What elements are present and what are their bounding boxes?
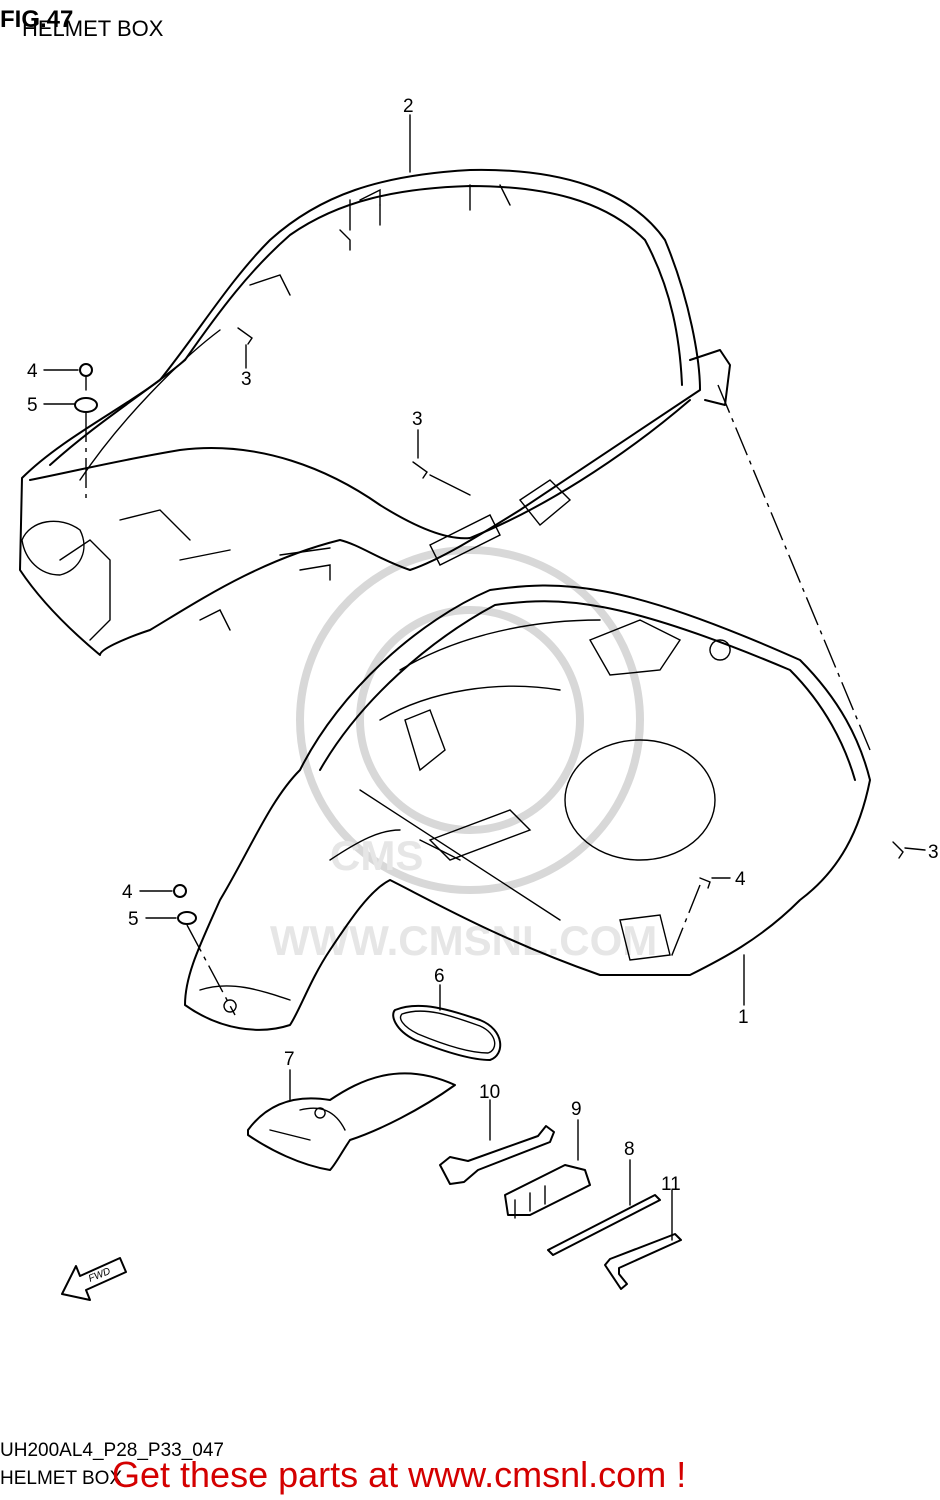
callout-3: 3 — [241, 369, 252, 390]
callout-2: 2 — [403, 96, 414, 117]
fwd-arrow-icon: FWD — [61, 1257, 127, 1301]
callout-numbers: 2 3 4 5 3 3 4 4 5 6 1 7 10 9 8 11 — [27, 96, 939, 1195]
callout-5: 5 — [128, 909, 139, 930]
fwd-label: FWD — [87, 1266, 112, 1285]
callout-4: 4 — [27, 361, 38, 382]
leader-lines — [43, 114, 926, 1241]
part-8-screwdriver-bit — [547, 1194, 661, 1256]
part-2-upper-frame — [19, 168, 731, 656]
part-1-helmet-box-tub — [184, 584, 871, 1031]
part-6-gasket — [392, 1004, 502, 1061]
model-code: UH200AL4_P28_P33_047 — [0, 1440, 224, 1461]
callout-6: 6 — [434, 966, 445, 987]
callout-11: 11 — [661, 1174, 681, 1195]
watermark: CMS WWW.CMSNL.COM — [270, 546, 657, 964]
part-11-hex-key — [604, 1233, 682, 1290]
callout-8: 8 — [624, 1139, 635, 1160]
part-9-screwdriver-handle — [504, 1164, 591, 1219]
callout-7: 7 — [284, 1049, 295, 1070]
fasteners — [74, 327, 904, 925]
callout-4: 4 — [735, 869, 746, 890]
watermark-logo: CMS — [330, 832, 423, 879]
fig-label: FIG.47 — [0, 6, 74, 33]
diagram-title: HELMET BOX — [22, 16, 164, 41]
callout-5: 5 — [27, 395, 38, 416]
exploded-parts-diagram: CMS WWW.CMSNL.COM — [19, 96, 939, 1301]
cta-link[interactable]: Get these parts at www.cmsnl.com ! — [112, 1454, 687, 1495]
watermark-url: WWW.CMSNL.COM — [270, 917, 657, 964]
callout-9: 9 — [571, 1099, 582, 1120]
callout-10: 10 — [479, 1082, 500, 1103]
callout-3: 3 — [412, 409, 423, 430]
callout-3: 3 — [928, 842, 939, 863]
callout-4: 4 — [122, 882, 133, 903]
callout-1: 1 — [738, 1007, 749, 1028]
part-10-spanner — [439, 1125, 555, 1185]
footer-title: HELMET BOX — [0, 1468, 123, 1489]
part-7-tool-bag — [247, 1072, 456, 1171]
